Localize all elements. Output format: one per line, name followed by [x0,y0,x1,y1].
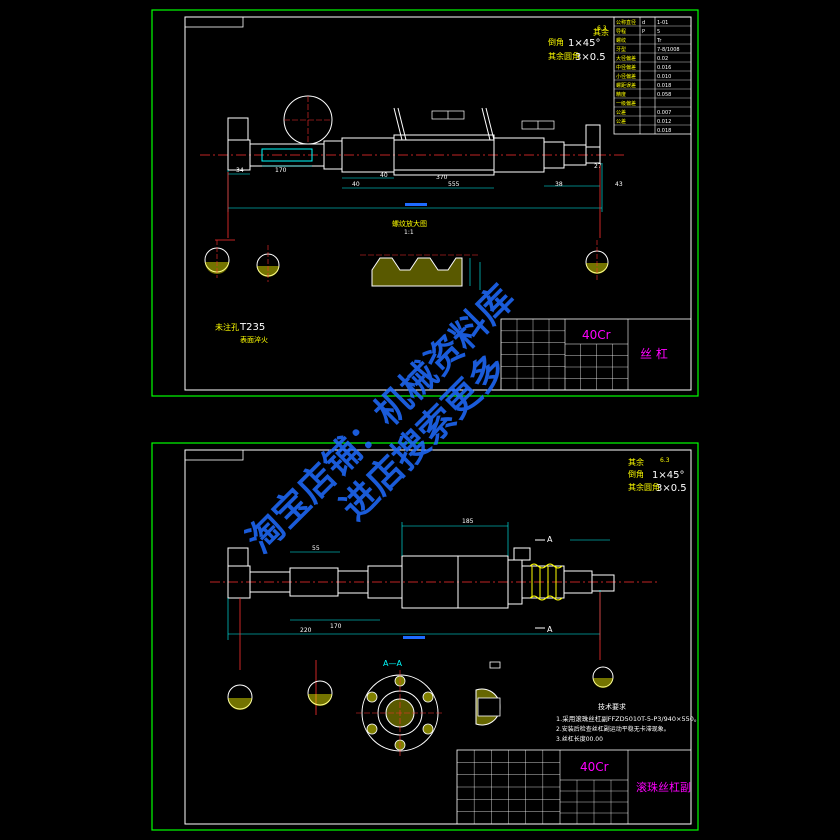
top-chamfer-value: 1×45° [568,38,600,49]
top-dim-370: 370 [436,174,448,181]
bottom-chamfer-label: 倒角 [628,469,644,479]
param-cell: 0.058 [657,92,671,98]
top-dim-555: 555 [448,181,460,188]
param-cell: 一级偏差 [616,100,636,107]
bottom-tech-line-2: 2.安装后检查丝杠副运动平稳无卡滞现象。 [556,725,670,733]
param-cell: 7-8/1008 [657,47,680,53]
top-view-marker [405,203,427,206]
bottom-chamfer-value: 1×45° [652,470,684,481]
param-cell: 公差 [616,109,626,116]
top-material-note-value: T235 [239,322,265,333]
sheet-top-code-box [184,16,244,28]
bottom-tech-line-1: 1.采用滚珠丝杠副FFZD5010T-5-P3/940×550。 [556,714,700,723]
param-cell: d [642,20,645,26]
top-dim-170: 170 [275,167,287,174]
bottom-material: 40Cr [580,760,609,774]
bottom-tech-title: 技术要求 [598,702,626,711]
top-fillet-label: 其余圆角 [548,51,580,61]
top-parameter-table: 公称直径 d 1-01 导程 P 5 螺纹 Tr 牙型 7-8/1008 大径偏差 0.02 中径偏差 0… [613,16,692,135]
bottom-part-name: 滚珠丝杠副 [636,780,691,794]
top-material: 40Cr [582,328,611,342]
bottom-flange-view [356,670,444,756]
sheet-top-outer-frame [151,9,699,397]
top-dim-34: 34 [236,167,244,174]
bottom-view-marker [403,636,425,639]
bottom-dim-55: 55 [312,545,320,552]
top-lead-screw [227,107,601,176]
sheet-bottom-outer-frame [151,442,699,831]
top-section-views [204,240,609,282]
param-cell: 精度 [616,91,626,98]
param-cell: 中径偏差 [616,64,636,71]
bottom-spring-coils [529,563,563,601]
top-title-block [500,318,692,391]
param-cell: 0.007 [657,110,671,116]
bottom-dim-185: 185 [462,518,474,525]
bottom-roughness-value: 6.3 [660,457,670,464]
param-cell: 5 [657,29,660,35]
top-section-scale: 1:1 [404,229,414,236]
bottom-section-mark-bottom: A [547,625,553,634]
param-cell: P [642,29,645,35]
bottom-surface-finish-label: 其余 [628,457,644,467]
top-dim-43: 43 [615,181,623,188]
top-surface-finish-label: 其余 [593,27,609,37]
param-cell: 导程 [616,28,626,35]
top-chamfer-label: 倒角 [548,37,564,47]
param-cell: 0.02 [657,56,668,62]
watermark: 淘宝店铺：机械资料库 进店搜索更多 [239,278,523,562]
sheet-top-inner-frame [184,16,692,391]
sheet-bottom-code-box [184,449,244,461]
sheet-top: 其余 6.3 倒角 1×45° 其余圆角 3×0.5 公称直径 d 1-01 导程 P 5… [151,9,699,397]
param-cell: 螺纹 [616,37,626,44]
param-cell: 小径偏差 [616,73,636,80]
param-cell: 大径偏差 [616,55,636,62]
bottom-section-mark-top: A [547,535,553,544]
param-cell: 牙型 [616,46,626,53]
bottom-title-block [456,749,692,825]
param-cell: 0.016 [657,65,671,71]
bottom-dim-220: 220 [300,627,312,634]
watermark-line-1: 淘宝店铺：机械资料库 [239,278,523,562]
top-treatment-note: 表面淬火 [240,335,268,344]
bottom-ball-screw [227,547,615,609]
top-part-name: 丝 杠 [640,346,668,361]
param-cell: 0.010 [657,74,671,80]
bottom-dimensions [227,522,610,640]
sheet-bottom-inner-frame [184,449,692,825]
top-material-note: 未注孔 [215,322,239,332]
top-dim-27: 27 [594,163,602,170]
bottom-section-views [227,666,614,710]
param-cell: 0.018 [657,128,671,134]
top-roughness-value: 6.3 [597,25,607,32]
param-cell: 公称直径 [616,19,636,26]
param-cell: 螺距误差 [616,82,636,89]
param-cell: 1-01 [657,20,668,26]
param-cell: 0.018 [657,83,671,89]
bottom-fillet-label: 其余圆角 [628,482,660,492]
param-cell: 0.012 [657,119,671,125]
bottom-side-detail [475,661,501,726]
bottom-section-label: A—A [383,659,402,668]
top-dim-40b: 40 [352,181,360,188]
bottom-tech-line-3: 3.丝杠长度00.00 [556,735,603,743]
bottom-fillet-value: 3×0.5 [656,483,687,494]
param-cell: 公差 [616,118,626,125]
sheet-bottom: 其余 6.3 倒角 1×45° 其余圆角 3×0.5 [151,442,700,831]
param-cell: Tr [656,38,662,44]
top-dim-38: 38 [555,181,563,188]
thread-profile [360,254,481,290]
top-tolerance-frames [431,110,555,130]
top-fillet-value: 3×0.5 [575,52,606,63]
top-section-title: 螺纹放大图 [392,219,427,228]
bottom-dim-170: 170 [330,623,342,630]
top-dim-40: 40 [380,172,388,179]
